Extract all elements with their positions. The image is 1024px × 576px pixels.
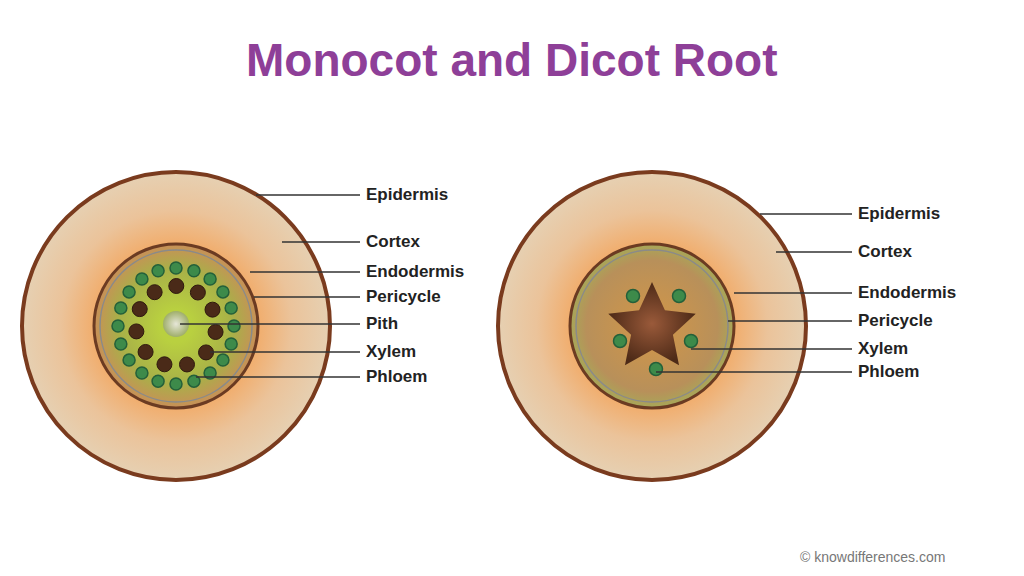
leader-line	[256, 194, 360, 195]
part-label: Epidermis	[858, 203, 940, 225]
xylem	[132, 302, 147, 317]
phloem	[115, 338, 127, 350]
epidermis	[498, 172, 806, 480]
part-label: Cortex	[858, 241, 912, 263]
phloem	[225, 338, 237, 350]
xylem	[147, 285, 162, 300]
phloem	[217, 286, 229, 298]
leader-line	[250, 271, 360, 272]
leader-line	[760, 213, 852, 214]
part-label: Phloem	[858, 361, 919, 383]
xylem	[169, 279, 184, 294]
phloem	[225, 302, 237, 314]
leader-line	[180, 323, 360, 324]
part-label: Xylem	[366, 341, 416, 363]
leader-lines	[180, 195, 852, 377]
part-label: Pericycle	[366, 286, 441, 308]
part-label: Endodermis	[366, 261, 464, 283]
phloem	[228, 320, 240, 332]
part-label: Pith	[366, 313, 398, 335]
part-label: Endodermis	[858, 282, 956, 304]
phloem	[123, 286, 135, 298]
xylem	[208, 324, 223, 339]
xylem	[179, 357, 194, 372]
leader-line	[691, 348, 852, 349]
phloem	[217, 354, 229, 366]
part-label: Xylem	[858, 338, 908, 360]
phloem	[170, 262, 182, 274]
xylem	[138, 344, 153, 359]
xylem	[129, 324, 144, 339]
xylem	[157, 357, 172, 372]
endodermis	[570, 244, 734, 408]
xylem	[205, 302, 220, 317]
phloem-patches	[614, 290, 698, 376]
endodermis	[94, 244, 258, 408]
phloem	[170, 378, 182, 390]
phloem	[136, 273, 148, 285]
phloem	[204, 273, 216, 285]
diagram-title: Monocot and Dicot Root	[246, 33, 777, 87]
xylem-star	[608, 282, 695, 365]
part-label: Epidermis	[366, 184, 448, 206]
monocot-root	[22, 172, 330, 480]
vascular-bundles	[112, 262, 240, 390]
leader-line	[196, 376, 360, 377]
phloem	[123, 354, 135, 366]
phloem	[115, 302, 127, 314]
phloem	[673, 290, 686, 303]
phloem	[685, 335, 698, 348]
pericycle	[100, 250, 252, 402]
watermark: © knowdifferences.com	[800, 548, 945, 566]
phloem	[650, 363, 663, 376]
part-label: Phloem	[366, 366, 427, 388]
leader-line	[734, 292, 852, 293]
leader-line	[728, 320, 852, 321]
part-label: Pericycle	[858, 310, 933, 332]
phloem	[152, 375, 164, 387]
phloem	[627, 290, 640, 303]
leader-line	[282, 241, 360, 242]
phloem	[152, 265, 164, 277]
leader-line	[656, 371, 852, 372]
phloem	[188, 265, 200, 277]
leader-line	[210, 351, 360, 352]
epidermis	[22, 172, 330, 480]
leader-line	[254, 296, 360, 297]
dicot-root	[498, 172, 806, 480]
xylem	[190, 285, 205, 300]
leader-line	[776, 251, 852, 252]
pericycle	[576, 250, 728, 402]
phloem	[614, 335, 627, 348]
phloem	[136, 367, 148, 379]
phloem	[112, 320, 124, 332]
part-label: Cortex	[366, 231, 420, 253]
